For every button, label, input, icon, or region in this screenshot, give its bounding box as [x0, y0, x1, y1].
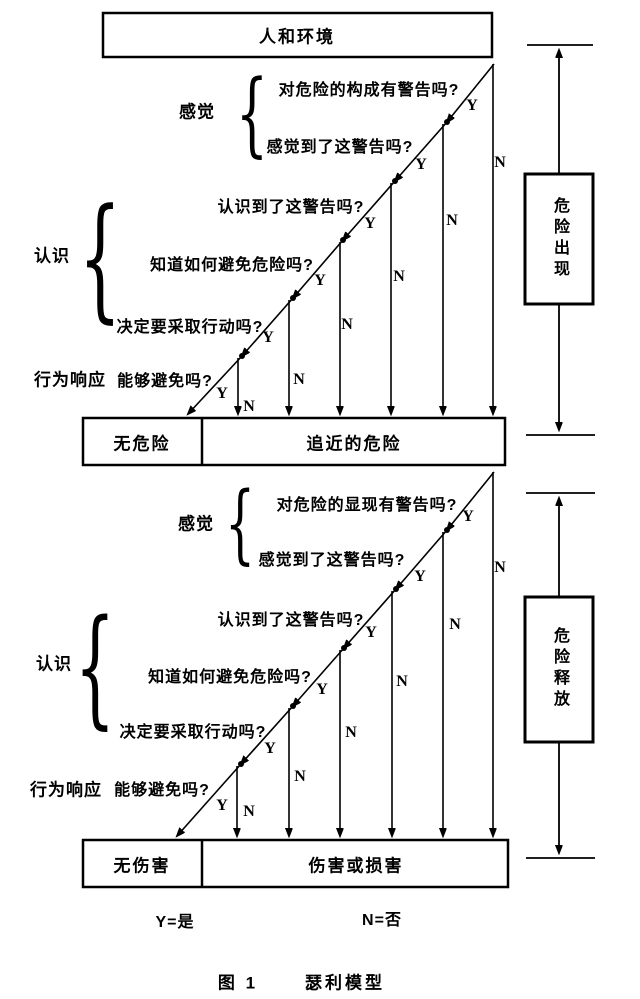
phase2-perception-brace-icon: { [224, 474, 256, 574]
no-label: N [243, 803, 255, 820]
phase2-stage-cognition: 认识 [36, 654, 72, 674]
phase1-stage-response: 行为响应 [34, 370, 106, 390]
phase2-cognition-brace-icon: { [74, 593, 116, 742]
legend-no: N=否 [362, 912, 402, 929]
phase1-stage-perception: 感觉 [179, 102, 215, 122]
no-label: N [341, 316, 353, 333]
phase1-question-3: 认识到了这警告吗? [217, 199, 365, 216]
yes-label: Y [264, 740, 276, 757]
no-label: N [293, 371, 305, 388]
no-label: N [446, 212, 458, 229]
yes-label: Y [216, 385, 228, 402]
phase2-stage-response: 行为响应 [30, 780, 102, 800]
phase2-outcome-harm: 伤害或损害 [308, 856, 404, 876]
no-label: N [396, 673, 408, 690]
yes-label: Y [314, 272, 326, 289]
yes-label: Y [364, 215, 376, 232]
no-label: N [494, 559, 506, 576]
danger-release-label: 危险释放 [551, 627, 568, 711]
yes-label: Y [466, 97, 478, 114]
no-label: N [345, 724, 357, 741]
yes-label: Y [365, 624, 377, 641]
phase1-question-1: 对危险的构成有警告吗? [278, 82, 460, 99]
phase2-diagonal [177, 471, 495, 836]
yes-label: Y [462, 508, 474, 525]
phase1-diagonal [188, 63, 495, 414]
phase1-question-6: 能够避免吗? [117, 373, 213, 390]
phase1-no-arrows [238, 64, 493, 414]
yes-label: Y [415, 156, 427, 173]
no-label: N [294, 768, 306, 785]
phase2-branch-dots [238, 527, 450, 767]
phase1-span-indicator [526, 44, 595, 436]
phase1-branch-dots [239, 119, 450, 359]
phase1-perception-brace-icon: { [235, 60, 269, 167]
figure-title: 瑟利模型 [305, 973, 385, 993]
yes-label: Y [262, 329, 274, 346]
phase2-outcome-box [81, 838, 510, 889]
phase2-stage-perception: 感觉 [178, 514, 214, 534]
phase2-no-arrows [237, 472, 493, 836]
phase1-stage-cognition: 认识 [34, 246, 70, 266]
phase2-question-6: 能够避免吗? [114, 782, 210, 799]
yes-label: Y [216, 797, 228, 814]
yes-label: Y [414, 568, 426, 585]
danger-buildup-label: 危险出现 [551, 197, 568, 281]
phase2-question-2: 感觉到了这警告吗? [258, 552, 406, 569]
no-label: N [243, 398, 255, 415]
phase1-cognition-brace-icon: { [78, 180, 122, 336]
phase2-question-5: 决定要采取行动吗? [119, 724, 267, 741]
no-label: N [494, 154, 506, 171]
phase1-question-5: 决定要采取行动吗? [116, 319, 264, 336]
phase1-outcome-danger: 追近的危险 [306, 434, 402, 454]
phase2-span-indicator [526, 492, 595, 859]
phase2-question-1: 对危险的显现有警告吗? [276, 497, 458, 514]
phase2-question-3: 认识到了这警告吗? [217, 612, 365, 629]
yes-label: Y [316, 681, 328, 698]
phase1-outcome-safe: 无危险 [113, 434, 171, 454]
phase2-question-4: 知道如何避免危险吗? [148, 669, 312, 686]
man-environment-box [101, 11, 494, 59]
legend-yes: Y=是 [155, 914, 195, 931]
man-environment-label: 人和环境 [259, 27, 335, 47]
phase1-question-4: 知道如何避免危险吗? [150, 257, 314, 274]
phase1-outcome-box [81, 416, 507, 467]
figure-number: 图 1 [217, 973, 259, 993]
phase2-outcome-safe: 无伤害 [113, 856, 171, 876]
no-label: N [393, 268, 405, 285]
phase1-question-2: 感觉到了这警告吗? [266, 139, 414, 156]
no-label: N [449, 616, 461, 633]
